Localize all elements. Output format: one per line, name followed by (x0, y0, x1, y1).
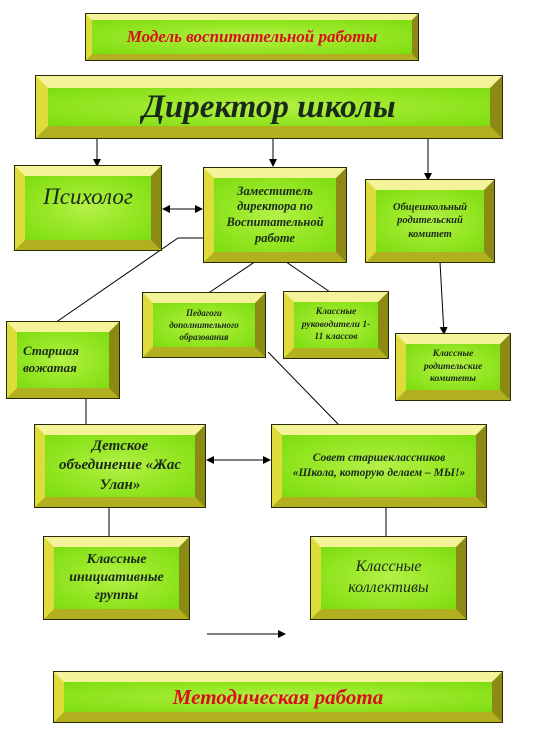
class-parent-committees-box: Классные родительские комитеты (396, 334, 510, 400)
extra-teachers-text: Педагоги дополнительного образования (169, 307, 239, 343)
children-association-text: Детское объединение «Жас Улан» (58, 437, 182, 493)
initiative-groups-box: Классные инициативные группы (44, 537, 189, 619)
class-teachers-text: Классные руководители 1-11 классов (301, 306, 371, 343)
deputy-text: Заместитель директора по Воспитательной … (226, 183, 324, 245)
methodical-work-text: Методическая работа (172, 684, 384, 709)
children-association-box: Детское объединение «Жас Улан» (35, 425, 205, 507)
senior-counselor-box: Старшая вожатая (7, 322, 119, 398)
title-text: Модель воспитательной работы (126, 27, 378, 46)
senior-council-text: Совет старшеклассников «Школа, которую д… (292, 452, 466, 479)
class-parent-committees-text: Классные родительские комитеты (423, 348, 483, 385)
parent-committee-box: Общешкольный родительский комитет (366, 180, 494, 262)
director-box: Директор школы (36, 76, 502, 138)
class-teachers-box: Классные руководители 1-11 классов (284, 292, 388, 358)
initiative-groups-text: Классные инициативные группы (69, 551, 164, 604)
methodical-work-box: Методическая работа (54, 672, 502, 722)
senior-counselor-text: Старшая вожатая (23, 343, 79, 375)
psychologist-box: Психолог (15, 166, 161, 250)
deputy-box: Заместитель директора по Воспитательной … (204, 168, 346, 262)
class-collectives-text: Классные коллективы (348, 558, 429, 596)
extra-teachers-box: Педагоги дополнительного образования (143, 293, 265, 357)
class-collectives-box: Классные коллективы (311, 537, 466, 619)
parent-committee-text: Общешкольный родительский комитет (392, 201, 468, 240)
psychologist-text: Психолог (43, 184, 133, 209)
title-box: Модель воспитательной работы (86, 14, 418, 60)
senior-council-box: Совет старшеклассников «Школа, которую д… (272, 425, 486, 507)
director-text: Директор школы (142, 88, 396, 125)
